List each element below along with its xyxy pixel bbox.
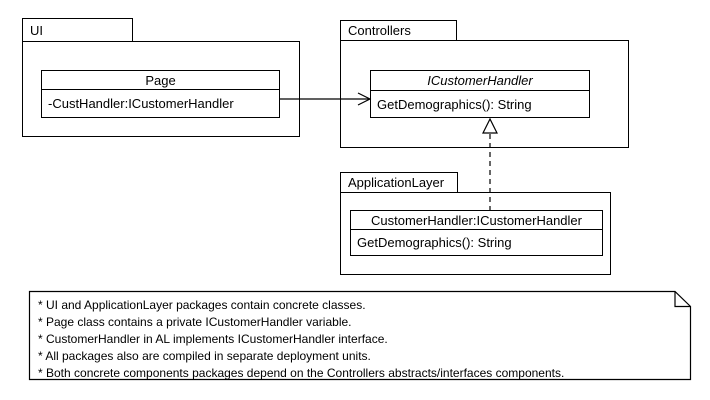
class-page: Page -CustHandler:ICustomerHandler: [41, 70, 280, 118]
class-icustomerhandler: ICustomerHandler GetDemographics(): Stri…: [370, 70, 590, 118]
class-icustomerhandler-name: ICustomerHandler: [371, 71, 589, 91]
note-line: * UI and ApplicationLayer packages conta…: [38, 298, 366, 312]
class-page-attribute: -CustHandler:ICustomerHandler: [48, 96, 234, 111]
package-label-ui: UI: [30, 22, 43, 38]
note: * UI and ApplicationLayer packages conta…: [29, 291, 690, 380]
class-customerhandler: CustomerHandler:ICustomerHandler GetDemo…: [350, 210, 603, 256]
class-icustomerhandler-operation: GetDemographics(): String: [377, 96, 532, 112]
note-line: * All packages also are compiled in sepa…: [38, 349, 371, 363]
package-tab-ui: UI: [22, 18, 133, 42]
note-line: * Page class contains a private ICustome…: [38, 315, 352, 329]
class-customerhandler-operation: GetDemographics(): String: [357, 235, 512, 250]
package-tab-applicationlayer: ApplicationLayer: [340, 172, 458, 193]
package-label-controllers: Controllers: [348, 23, 411, 38]
note-line: * CustomerHandler in AL implements ICust…: [38, 332, 388, 346]
class-page-name: Page: [42, 71, 279, 90]
note-line: * Both concrete components packages depe…: [38, 366, 565, 380]
package-label-applicationlayer: ApplicationLayer: [348, 175, 445, 190]
class-customerhandler-name: CustomerHandler:ICustomerHandler: [351, 211, 602, 230]
package-tab-controllers: Controllers: [340, 20, 457, 41]
